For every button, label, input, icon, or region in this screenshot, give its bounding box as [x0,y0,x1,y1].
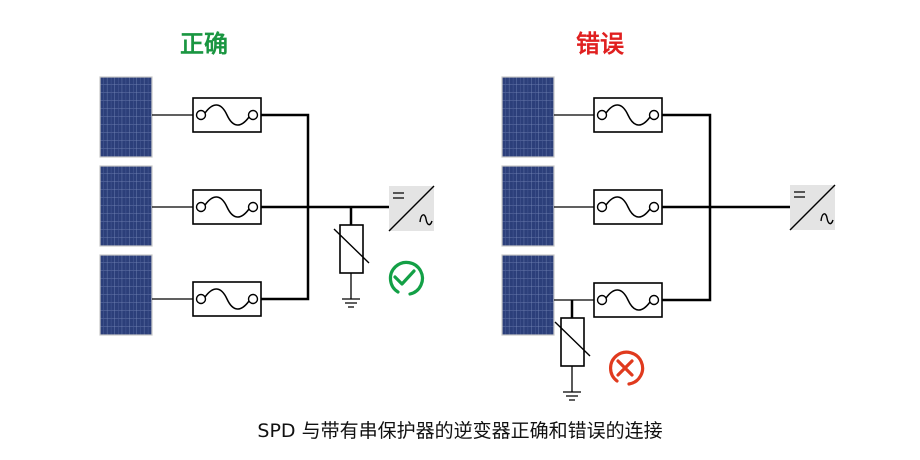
wrong-section: 错误 [501,30,836,401]
string-fuse [192,189,262,225]
check-circle-icon [388,260,424,296]
figure-caption: SPD 与带有串保护器的逆变器正确和错误的连接 [257,420,662,442]
combiner-bus [662,113,790,302]
correct-title: 正确 [180,30,228,58]
solar-panel [501,165,555,247]
string-fuse [593,97,663,133]
wrong-title: 错误 [576,30,625,58]
spd-surge-protector [333,224,370,274]
correct-section: 正确 [99,30,435,336]
string-fuse [593,282,663,318]
solar-panel [501,76,555,158]
string-fuse [192,281,262,317]
x-circle-icon [609,350,645,386]
string-fuse [593,189,663,225]
string-fuse [192,97,262,133]
solar-panel [99,254,153,336]
combiner-bus [261,113,389,301]
solar-panel [99,165,153,247]
spd-surge-protector [554,317,591,367]
inverter-icon [388,185,435,232]
panel-to-fuse-wires [152,114,193,300]
solar-panel [501,254,555,336]
ground-icon [341,282,361,308]
inverter-icon [789,184,836,231]
ground-icon [562,375,582,401]
panel-to-fuse-wires [554,114,594,301]
solar-panel [99,76,153,158]
